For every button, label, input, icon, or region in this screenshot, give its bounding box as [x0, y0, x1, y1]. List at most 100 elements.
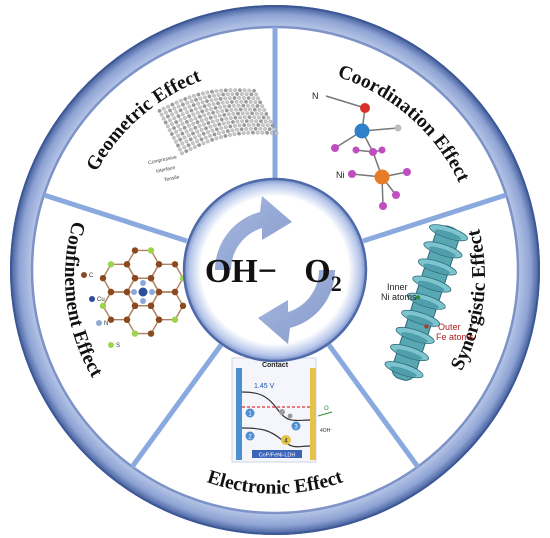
lattice-atom [221, 130, 226, 134]
lattice-atom [172, 126, 176, 130]
lattice-atom [196, 92, 201, 97]
lattice-atom [161, 116, 166, 121]
lattice-atom [226, 120, 231, 125]
inner-circle [183, 178, 367, 362]
lattice-atom [223, 125, 228, 130]
syn-inner-label-2: Ni atoms [381, 292, 417, 302]
lattice-atom [266, 115, 271, 120]
lattice-atom [186, 143, 191, 148]
carbon-atom [131, 274, 139, 282]
carbon-atom [171, 261, 179, 268]
lattice-atom [241, 103, 246, 108]
lattice-atom [212, 123, 217, 128]
lattice-atom [184, 129, 189, 134]
nitrogen-atom [149, 289, 155, 295]
lattice-atom [205, 99, 209, 104]
hydrogen-atom [394, 124, 402, 132]
lattice-atom [206, 112, 211, 116]
lattice-atom [223, 96, 228, 101]
lattice-atom [210, 137, 214, 142]
lattice-atom [200, 118, 204, 123]
lattice-atom [159, 112, 164, 117]
lattice-atom [256, 96, 260, 101]
lattice-atom [244, 119, 249, 123]
lattice-atom [257, 107, 262, 112]
nanosheet-core [401, 332, 428, 343]
lattice-atom [226, 112, 231, 117]
lattice-label-compressive: Compressive [148, 154, 178, 166]
lattice-atom [200, 100, 205, 105]
lattice-atom [178, 118, 183, 122]
sulfur-atom [131, 330, 139, 337]
syn-outer-label-1: Outer [438, 322, 461, 332]
lattice-atom [232, 103, 236, 108]
lattice-atom [212, 132, 217, 137]
lattice-atom [188, 137, 193, 142]
lattice-atom [201, 141, 206, 146]
lattice-atom [184, 139, 189, 144]
syn-inner-label-1: Inner [387, 282, 408, 292]
lattice-atom [197, 124, 202, 128]
lattice-atom [204, 117, 209, 121]
lattice-atom [217, 122, 222, 127]
lattice-atom [238, 107, 243, 112]
carbon-atom [155, 316, 163, 323]
lattice-atom [185, 110, 189, 115]
lattice-atom [198, 114, 202, 119]
lattice-atom [252, 115, 257, 120]
legend-cu: Cu [97, 297, 105, 303]
lattice-atom [263, 119, 268, 124]
lattice-atom [222, 113, 227, 117]
lattice-atom [180, 141, 185, 146]
nanosheet-core [390, 366, 417, 377]
lattice-atom [174, 139, 178, 144]
lattice-atom [257, 115, 261, 120]
nanosheet-core [434, 229, 462, 240]
lattice-atom [176, 133, 180, 138]
lattice-atom [191, 112, 196, 117]
oxygen-main: O [304, 253, 330, 290]
lattice-atom [196, 101, 200, 106]
lattice-atom [235, 92, 240, 96]
lattice-atom [246, 96, 251, 100]
lattice-atom [253, 126, 258, 131]
confinement-legend: C Cu N S [81, 272, 120, 349]
lattice-atom [252, 88, 256, 93]
lattice-label-tensile: Tensile [164, 174, 181, 183]
nanosheet-core [412, 297, 439, 309]
lattice-atom [213, 106, 218, 110]
lattice-atom [197, 133, 202, 138]
lattice-atom [274, 131, 279, 136]
lattice-atom [251, 123, 256, 127]
electronic-voltage: 1.45 V [254, 383, 275, 390]
lattice-atom [199, 128, 204, 132]
cycle-arrows [215, 196, 335, 344]
lattice-atom [249, 126, 253, 131]
lattice-atom [180, 112, 185, 117]
lattice-atom [261, 123, 265, 127]
lattice-atom [189, 99, 194, 104]
lattice-atom [209, 107, 213, 111]
carbon-atom [131, 302, 139, 310]
lattice-atom [174, 120, 179, 124]
lattice-atom [221, 121, 226, 126]
lattice-atom [176, 104, 181, 109]
lattice-atom [179, 98, 183, 103]
lattice-atom [233, 115, 238, 120]
carbon-atom [155, 261, 163, 268]
lattice-atom [254, 111, 259, 116]
lattice-atom [242, 88, 247, 93]
lattice-atom [270, 123, 275, 128]
lattice-atom [203, 135, 208, 140]
lattice-atom [260, 104, 265, 109]
lattice-atom [161, 106, 166, 111]
lattice-atom [237, 123, 242, 128]
electronic-bar-label: CoP/FeNi-LDH [259, 453, 296, 459]
lattice-atom [167, 128, 172, 132]
lattice-atom [225, 100, 230, 105]
lattice-atom [231, 111, 236, 116]
lattice-atom [228, 133, 232, 137]
nanosheet-core [395, 349, 423, 360]
nanosheet-core [428, 246, 456, 257]
lattice-atom [164, 110, 168, 115]
